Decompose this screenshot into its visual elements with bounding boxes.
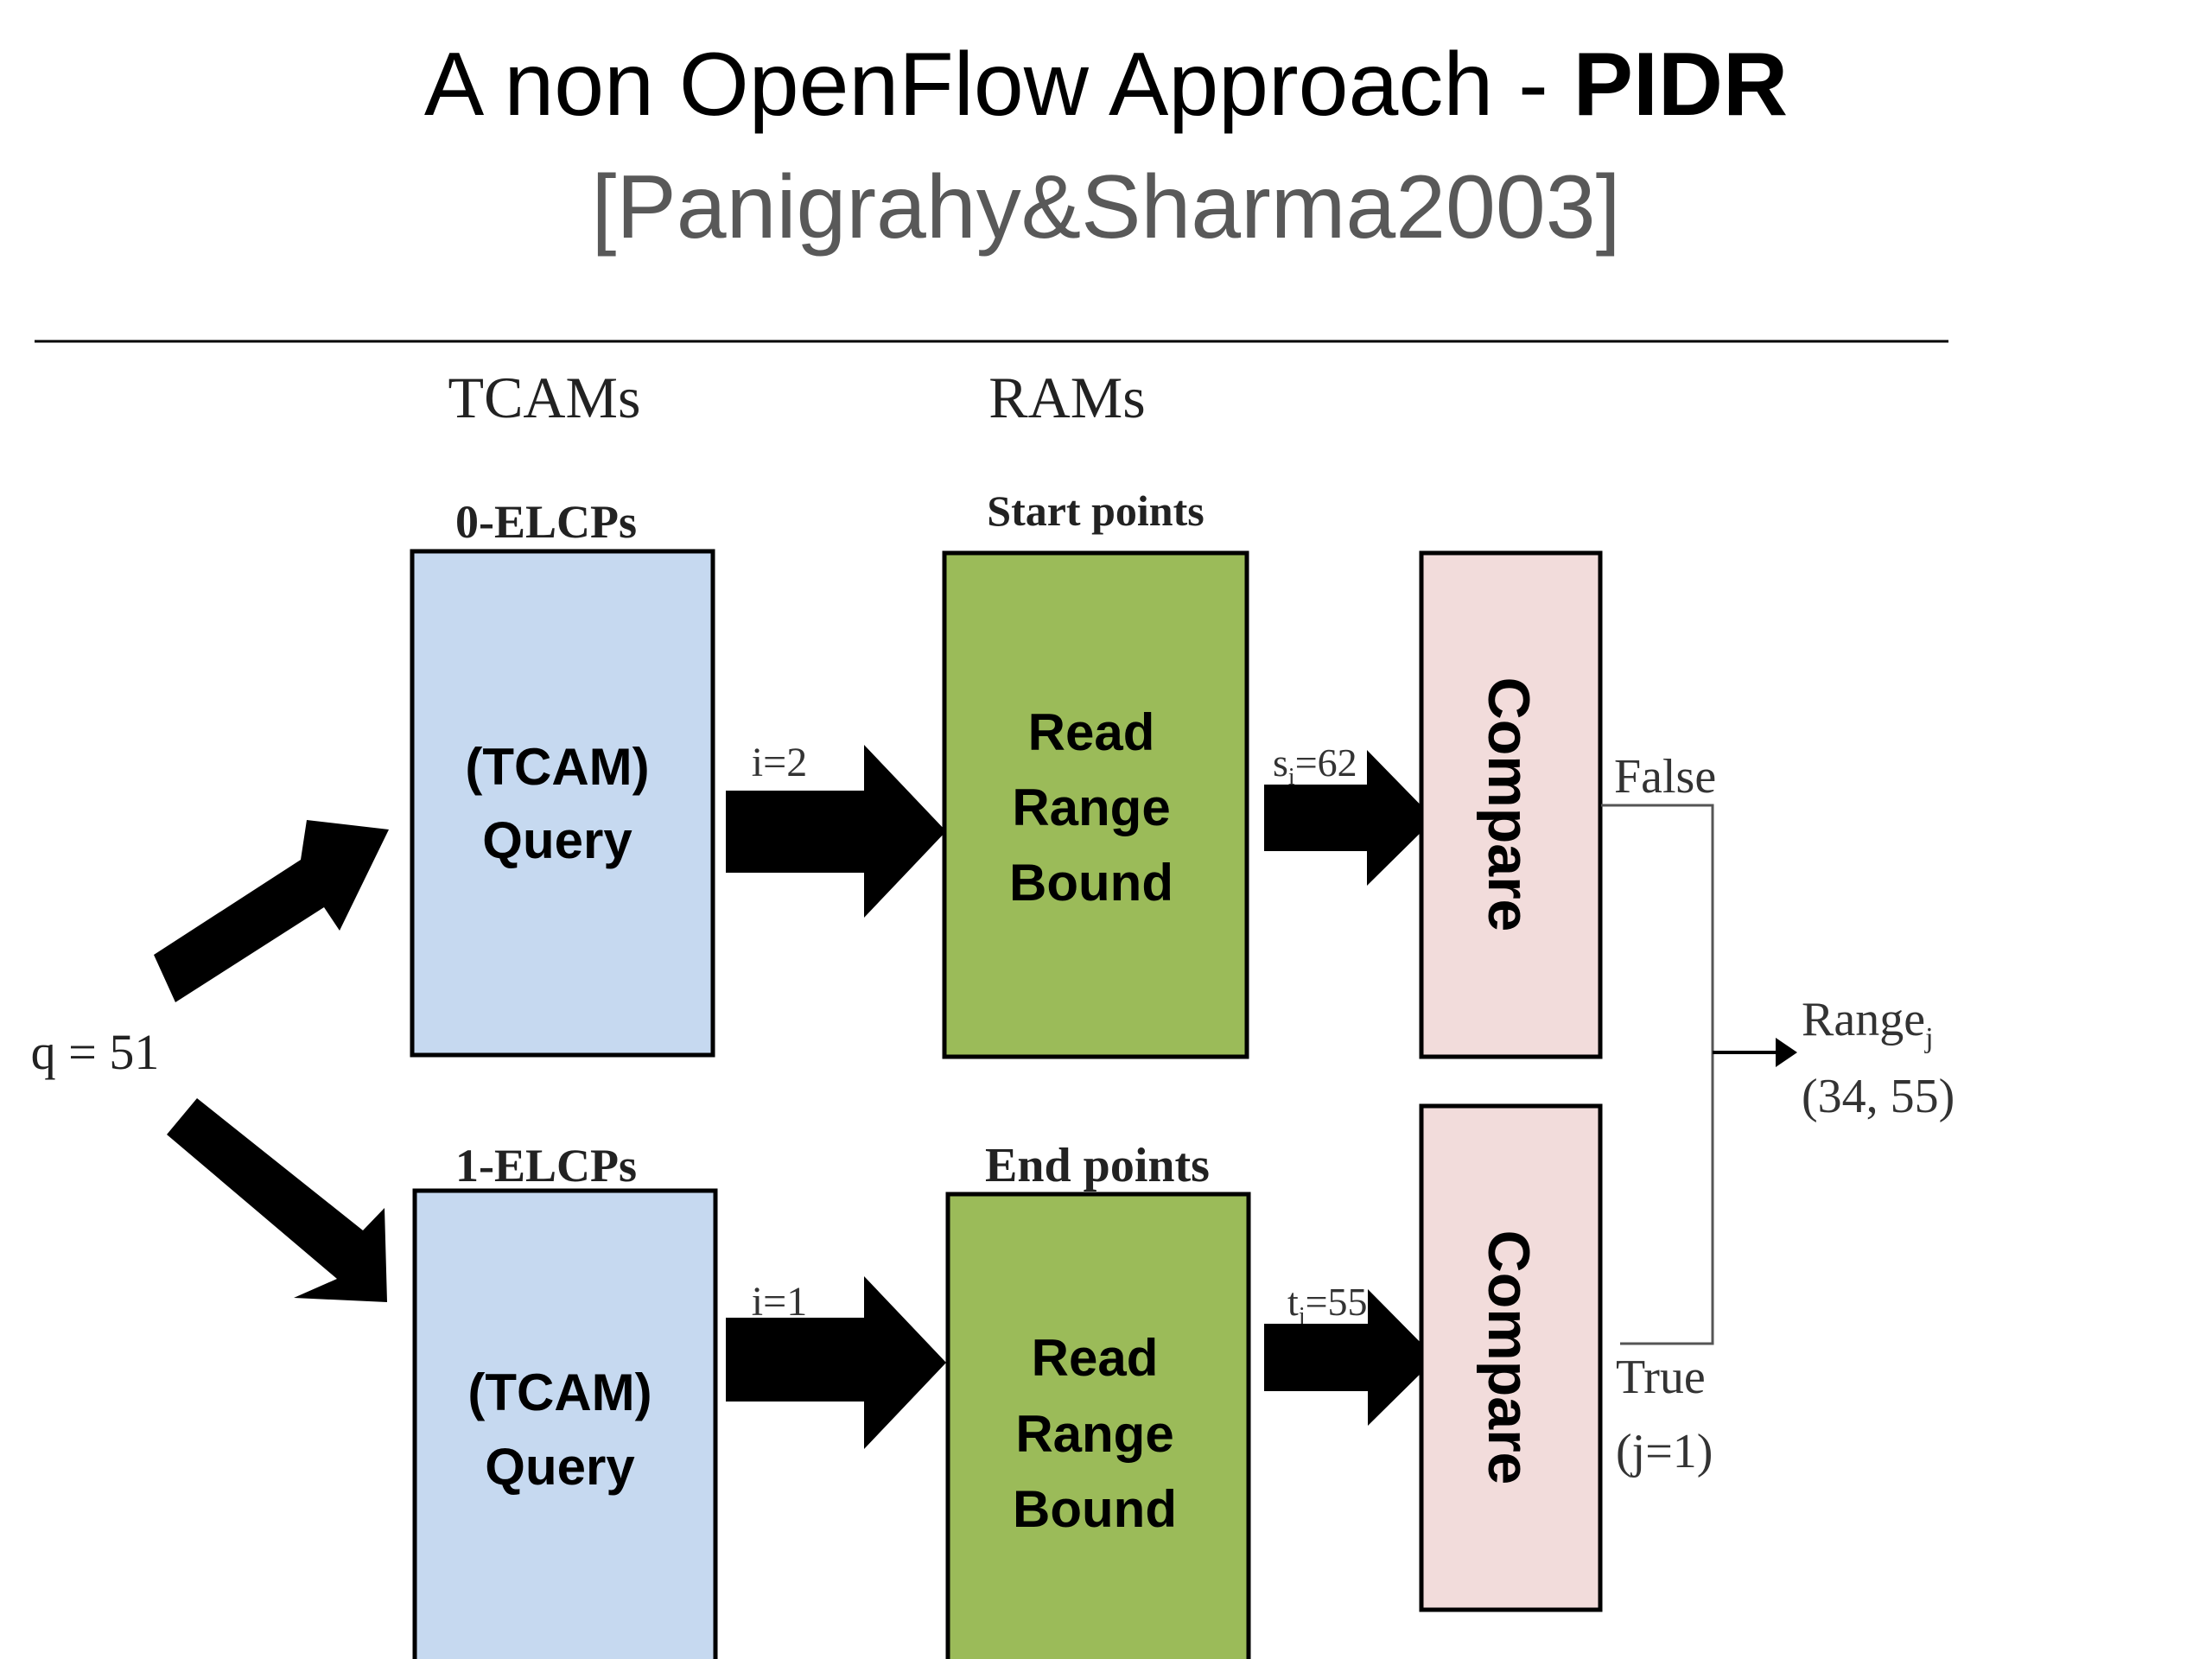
title-main: A non OpenFlow Approach - (423, 35, 1573, 135)
ram-read-line3-bottom: Bound (1013, 1480, 1177, 1538)
false-connector (1601, 804, 1714, 1345)
title-bold: PIDR (1573, 35, 1789, 135)
edge-label-top: i=2 (752, 740, 807, 785)
outcome-label-bottom: True (1616, 1351, 1706, 1404)
tcam-query-box-top (410, 549, 715, 1058)
ram-read-box-top (942, 550, 1249, 1059)
ram-to-compare-arrow-top (1264, 750, 1434, 886)
ram-header-top: Start points (987, 486, 1204, 535)
ram-to-compare-arrow-bottom (1264, 1289, 1436, 1426)
ram-read-line2-bottom: Range (1015, 1405, 1173, 1463)
ram-header-bottom: End points (985, 1139, 1210, 1192)
ram-read-box-bottom (945, 1192, 1251, 1659)
ram-read-line2-top: Range (1012, 779, 1170, 836)
ram-read-line1-bottom: Read (1032, 1329, 1159, 1387)
result-value: (34, 55) (1802, 1070, 1955, 1123)
result-arrow-head (1776, 1038, 1797, 1067)
outcome-label-top: False (1614, 750, 1716, 804)
tcam-to-ram-arrow-bottom (726, 1276, 946, 1449)
input-arrow-up (154, 820, 389, 1002)
tcam-header-bottom: 1-ELCPs (455, 1140, 637, 1192)
edge-label-bottom: i=1 (752, 1279, 807, 1325)
tcam-query-line2-top: Query (482, 811, 632, 869)
result-label: Rangej (1802, 993, 1934, 1054)
column-header-rams: RAMs (988, 365, 1145, 430)
tcam-query-line1-top: (TCAM) (465, 738, 649, 796)
tcam-query-line2-bottom: Query (485, 1438, 635, 1496)
value-label-top: si=62 (1273, 741, 1357, 791)
ram-read-line3-top: Bound (1009, 854, 1173, 912)
tcam-query-box-bottom (412, 1188, 718, 1659)
outcome-sub-bottom: (j=1) (1616, 1425, 1713, 1478)
ram-read-line1-top: Read (1028, 703, 1155, 761)
compare-box-bottom (1419, 1103, 1603, 1612)
compare-box-top (1419, 550, 1603, 1059)
compare-label-top: Compare (1476, 677, 1541, 932)
value-label-bottom: tj=55 (1287, 1280, 1368, 1330)
tcam-query-line1-bottom: (TCAM) (467, 1363, 652, 1421)
tcam-header-top: 0-ELCPs (455, 496, 637, 548)
input-label: q = 51 (31, 1024, 160, 1080)
input-arrow-down (167, 1098, 387, 1302)
slide-citation: [Panigrahy&Sharma2003] (591, 157, 1621, 257)
compare-label-bottom: Compare (1476, 1230, 1541, 1485)
column-header-tcams: TCAMs (448, 365, 641, 430)
slide-title: A non OpenFlow Approach - PIDR (0, 33, 2212, 137)
tcam-to-ram-arrow-top (726, 745, 946, 918)
